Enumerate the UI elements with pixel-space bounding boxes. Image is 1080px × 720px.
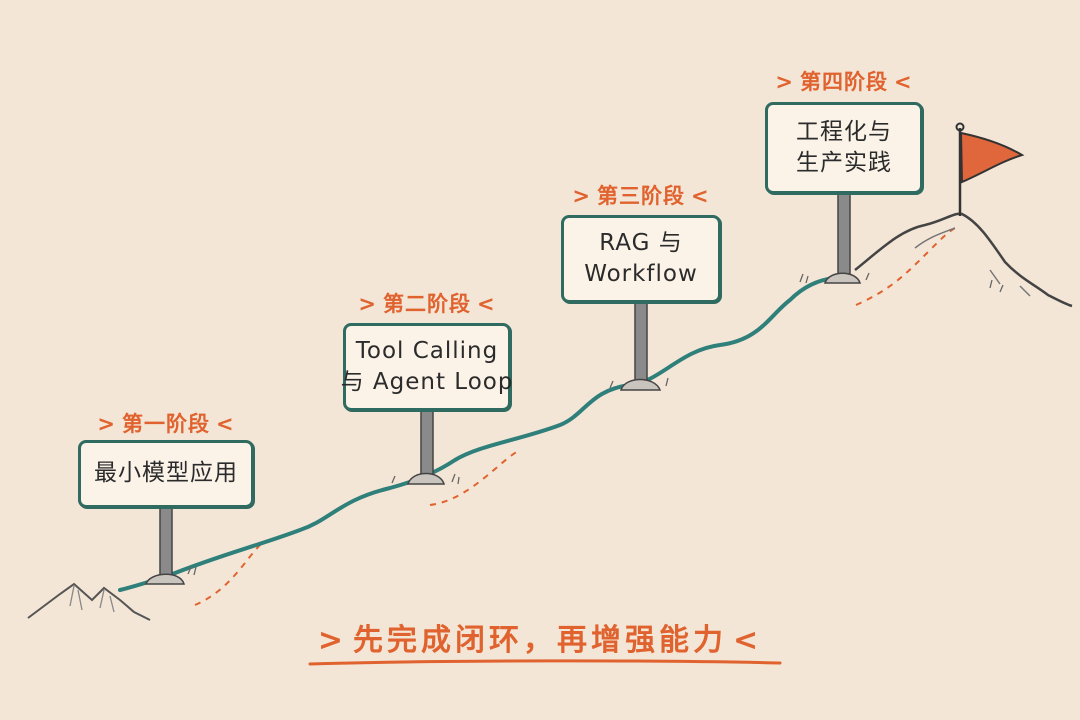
- stage-3-sign-line-1: RAG 与: [599, 229, 683, 256]
- flag-icon: [959, 131, 1025, 184]
- stage-4-sign-line-2: 生产实践: [796, 150, 892, 176]
- stage-1-sign: 最小模型应用: [78, 440, 254, 508]
- stage-4-label-text: 第四阶段: [800, 70, 888, 94]
- stage-2-sign: Tool Calling 与 Agent Loop: [340, 323, 514, 411]
- stage-4-sign-line-1: 工程化与: [796, 118, 892, 145]
- rock-mound-4: [823, 272, 862, 284]
- stage-2-label: >第二阶段<: [352, 288, 501, 318]
- sign-post-4: [837, 191, 851, 275]
- stage-2-label-text: 第二阶段: [383, 292, 471, 316]
- left-mountain-shading: [69, 585, 115, 613]
- stage-2-sign-line-1: Tool Calling: [355, 337, 499, 364]
- motto-underline: [308, 659, 782, 666]
- chevron-left-icon: <: [733, 623, 763, 658]
- stage-3-sign: RAG 与 Workflow: [561, 215, 721, 303]
- chevron-right-icon: >: [97, 412, 116, 436]
- sign-post-3: [634, 300, 648, 384]
- dashed-trail: [194, 227, 956, 606]
- stage-1-label-text: 第一阶段: [122, 412, 210, 436]
- stage-4-sign: 工程化与 生产实践: [765, 102, 923, 194]
- motto: >先完成闭环，再增强能力<: [312, 615, 768, 659]
- chevron-left-icon: <: [691, 184, 710, 208]
- stage-3-label-text: 第三阶段: [597, 184, 685, 208]
- motto-text: 先完成闭环，再增强能力: [353, 623, 727, 658]
- sign-post-1: [159, 504, 173, 578]
- right-mountain-ridge: [914, 227, 1031, 297]
- rock-mound-2: [407, 472, 445, 485]
- stage-3-label: >第三阶段<: [566, 180, 715, 210]
- rock-mound-3: [620, 378, 662, 391]
- chevron-right-icon: >: [572, 184, 591, 208]
- chevron-left-icon: <: [894, 70, 913, 94]
- stage-4-label: >第四阶段<: [769, 66, 918, 96]
- sign-post-2: [420, 406, 434, 478]
- grass-tufts: [187, 272, 1004, 576]
- rock-mound-1: [144, 573, 185, 585]
- chevron-right-icon: >: [775, 70, 794, 94]
- right-mountain: [854, 212, 1073, 308]
- stage-1-label: >第一阶段<: [91, 408, 240, 438]
- chevron-right-icon: >: [317, 623, 347, 658]
- teal-path: [118, 276, 837, 592]
- stage-1-sign-line-1: 最小模型应用: [94, 460, 238, 487]
- chevron-left-icon: <: [477, 292, 496, 316]
- left-mountains: [27, 582, 151, 621]
- stage-2-sign-line-2: 与 Agent Loop: [340, 369, 514, 395]
- stage-3-sign-line-2: Workflow: [584, 261, 698, 287]
- chevron-left-icon: <: [216, 412, 235, 436]
- flag-pole-top: [955, 122, 965, 132]
- chevron-right-icon: >: [358, 292, 377, 316]
